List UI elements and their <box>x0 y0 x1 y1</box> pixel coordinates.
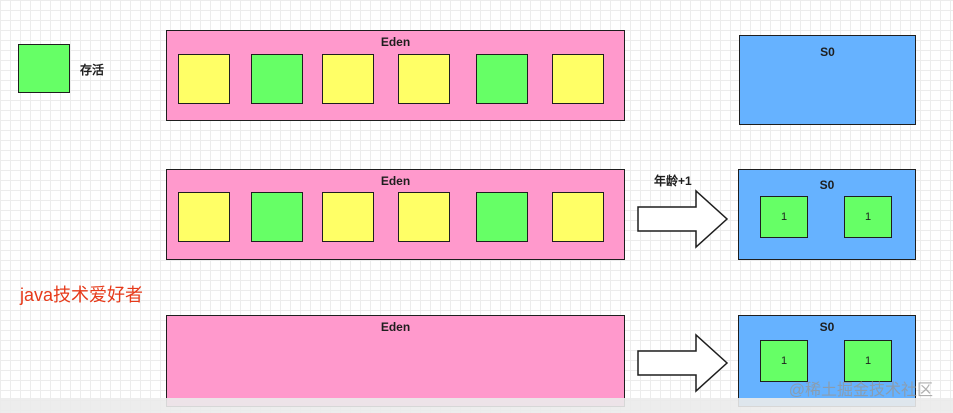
footer-bar <box>0 398 953 413</box>
eden-object-garbage <box>552 54 604 104</box>
eden-object-garbage <box>322 192 374 242</box>
s0-block-3: S0 1 1 <box>738 315 916 407</box>
s0-object-age: 1 <box>844 340 892 382</box>
right-arrow-icon <box>637 189 729 249</box>
eden-block-1: Eden <box>166 30 625 121</box>
eden-object-garbage <box>322 54 374 104</box>
eden-object-survivor <box>476 192 528 242</box>
eden-object-garbage <box>398 192 450 242</box>
eden-label-3: Eden <box>380 320 411 334</box>
s0-label-2: S0 <box>819 178 835 192</box>
eden-object-survivor <box>251 192 303 242</box>
s0-object-age: 1 <box>844 196 892 238</box>
s0-block-2: S0 1 1 <box>738 169 916 260</box>
eden-object-garbage <box>178 192 230 242</box>
right-arrow-icon <box>637 333 729 393</box>
s0-object-age: 1 <box>760 340 808 382</box>
eden-object-survivor <box>251 54 303 104</box>
eden-object-survivor <box>476 54 528 104</box>
watermark: @稀土掘金技术社区 <box>788 382 933 399</box>
eden-object-garbage <box>552 192 604 242</box>
author-text: java技术爱好者 <box>20 285 144 305</box>
eden-object-garbage <box>178 54 230 104</box>
eden-label-2: Eden <box>380 174 411 188</box>
s0-object-age: 1 <box>760 196 808 238</box>
eden-block-2: Eden <box>166 169 625 260</box>
legend-survivor-swatch <box>18 44 70 93</box>
s0-label-3: S0 <box>819 320 835 334</box>
arrow-label-age: 年龄+1 <box>654 174 692 188</box>
eden-label-1: Eden <box>380 35 411 49</box>
legend-label: 存活 <box>80 63 105 77</box>
eden-object-garbage <box>398 54 450 104</box>
s0-label-1: S0 <box>820 45 835 59</box>
s0-block-1: S0 <box>739 35 916 125</box>
eden-block-3: Eden <box>166 315 625 407</box>
